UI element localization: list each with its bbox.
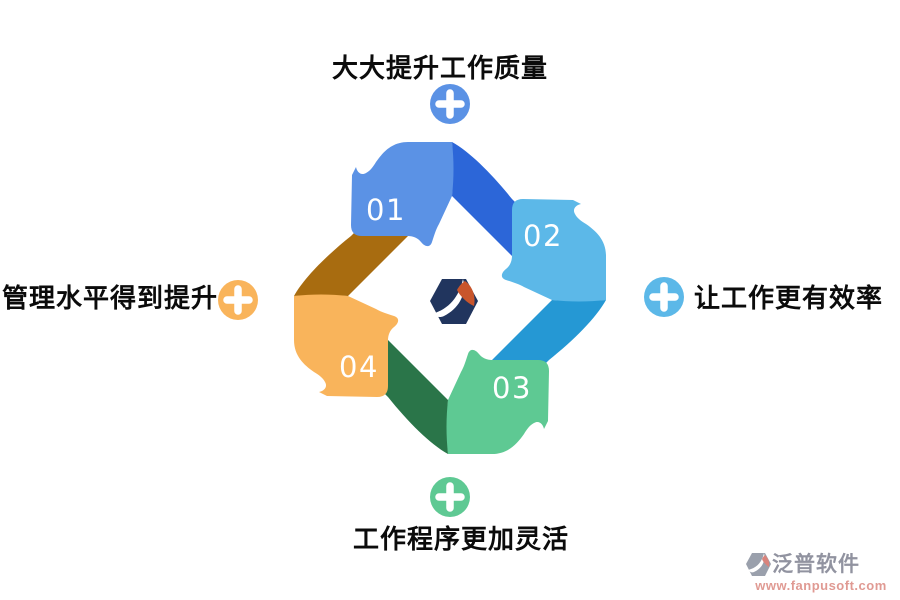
plus-glyph-top <box>435 89 465 119</box>
watermark: 泛普软件 www.fanpusoft.com <box>745 551 897 593</box>
fanpu-logo <box>430 279 478 324</box>
label-top: 大大提升工作质量 <box>331 53 548 83</box>
arrow-02-number: 02 <box>523 219 563 253</box>
logo-swoosh <box>432 279 464 318</box>
arrow-03-body <box>446 349 549 454</box>
watermark-brand: 泛普软件 <box>772 552 860 576</box>
label-left: 管理水平得到提升 <box>1 283 218 313</box>
arrow-01-number: 01 <box>366 193 406 227</box>
label-bottom: 工作程序更加灵活 <box>352 524 569 554</box>
arrow-04-body <box>294 294 399 397</box>
plus-icon-right <box>644 277 684 317</box>
plus-glyph-left <box>223 285 253 315</box>
plus-badges <box>218 84 684 517</box>
watermark-logo-icon <box>746 553 771 576</box>
logo-orange-lobe <box>457 281 475 306</box>
label-right: 让工作更有效率 <box>694 283 884 313</box>
watermark-url: www.fanpusoft.com <box>755 578 887 593</box>
plus-icon-bottom <box>430 477 470 517</box>
plus-glyph-right <box>649 282 679 312</box>
arrow-02-body <box>501 199 606 302</box>
arrow-numbers: 01 02 03 04 <box>339 193 563 405</box>
plus-icon-top <box>430 84 470 124</box>
plus-glyph-bottom <box>435 482 465 512</box>
watermark-swoosh <box>748 553 765 573</box>
arrow-04-number: 04 <box>339 350 379 384</box>
arrow-bodies <box>294 142 606 454</box>
watermark-lobe <box>762 555 770 567</box>
plus-icon-left <box>218 280 258 320</box>
arrow-01-body <box>351 142 454 247</box>
arrow-03-number: 03 <box>492 371 532 405</box>
